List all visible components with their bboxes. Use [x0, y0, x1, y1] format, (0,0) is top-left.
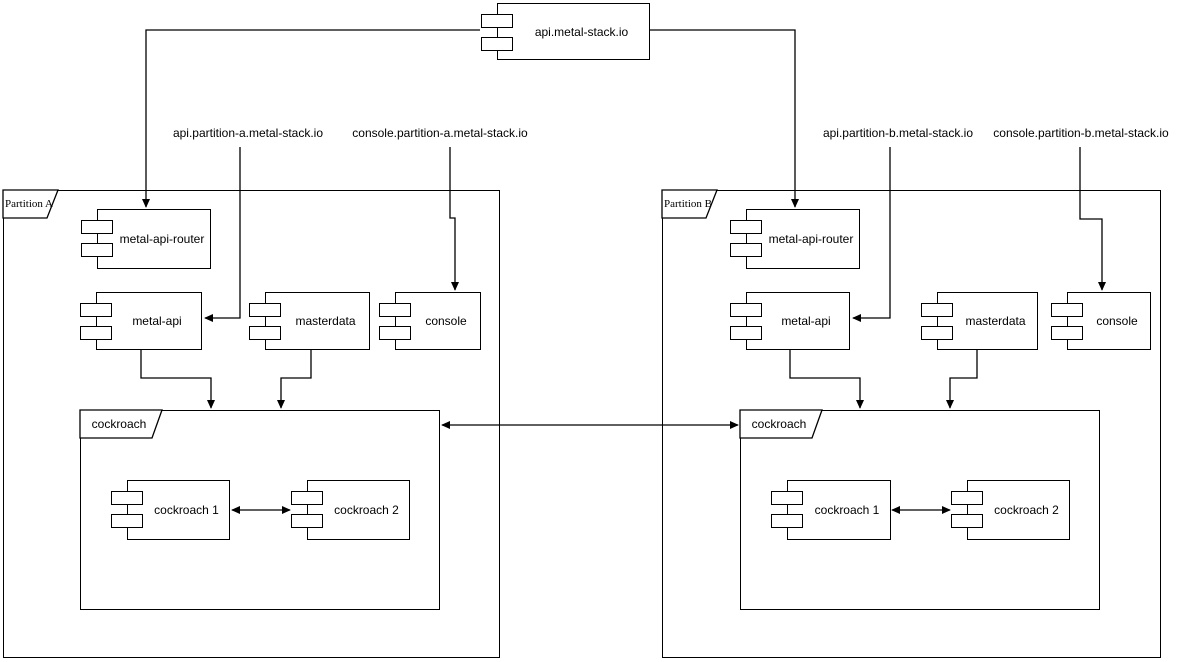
component-port-icon: [291, 514, 323, 528]
component-port-icon: [481, 37, 513, 51]
dns-label-api-partition-a: api.partition-a.metal-stack.io: [172, 126, 324, 140]
component-port-icon: [81, 220, 113, 234]
component-label: api.metal-stack.io: [534, 24, 629, 39]
component-label: masterdata: [295, 314, 356, 328]
component-label: metal-api-router: [119, 232, 205, 246]
cockroach-b-frame[interactable]: [740, 410, 1100, 610]
partition-a-tab: [2, 189, 59, 219]
component-metal-api-router-b[interactable]: metal-api-router: [730, 209, 860, 269]
component-cockroach1-a[interactable]: cockroach 1: [111, 480, 230, 540]
component-cockroach2-a[interactable]: cockroach 2: [291, 480, 410, 540]
connector-root-to-metal-api-router-b: [650, 29, 800, 208]
component-port-icon: [1051, 303, 1083, 317]
cockroach-a-tab: [79, 409, 163, 439]
component-label: cockroach 1: [154, 503, 219, 517]
component-label: metal-api-router: [768, 232, 854, 246]
component-label: console: [425, 314, 467, 328]
component-port-icon: [379, 326, 411, 340]
component-port-icon: [80, 326, 112, 340]
component-console-b[interactable]: console: [1051, 292, 1151, 350]
component-port-icon: [1051, 326, 1083, 340]
connector-masterdata-a-to-cockroach-a: [276, 350, 312, 409]
component-port-icon: [379, 303, 411, 317]
component-metal-api-a[interactable]: metal-api: [80, 292, 202, 350]
connector-metal-api-a-to-cockroach-a: [140, 350, 216, 409]
component-port-icon: [249, 326, 281, 340]
component-masterdata-a[interactable]: masterdata: [249, 292, 370, 350]
dns-label-api-partition-b: api.partition-b.metal-stack.io: [822, 126, 974, 140]
connector-metal-api-b-to-cockroach-b: [789, 350, 865, 409]
component-label: cockroach 1: [814, 503, 880, 517]
component-label: console: [1096, 314, 1138, 328]
component-cockroach1-b[interactable]: cockroach 1: [771, 480, 891, 540]
component-metal-api-router-a[interactable]: metal-api-router: [81, 209, 211, 269]
component-api-metal-stack-io[interactable]: api.metal-stack.io: [481, 3, 650, 60]
component-port-icon: [951, 514, 983, 528]
component-port-icon: [291, 491, 323, 505]
connector-console-dns-a-to-console-a: [449, 147, 460, 291]
component-port-icon: [730, 326, 762, 340]
component-port-icon: [921, 303, 953, 317]
component-port-icon: [730, 303, 762, 317]
component-port-icon: [730, 220, 762, 234]
component-label: cockroach 2: [994, 503, 1059, 517]
component-port-icon: [771, 491, 803, 505]
component-port-icon: [771, 514, 803, 528]
component-port-icon: [951, 491, 983, 505]
component-label: cockroach 2: [334, 503, 399, 517]
component-label: masterdata: [965, 314, 1026, 328]
component-port-icon: [249, 303, 281, 317]
partition-b-tab: [661, 189, 718, 219]
component-label: metal-api: [781, 314, 831, 328]
dns-label-console-partition-b: console.partition-b.metal-stack.io: [993, 126, 1169, 140]
component-port-icon: [730, 243, 762, 257]
connector-api-dns-a-to-metal-api-a: [204, 147, 241, 323]
component-port-icon: [80, 303, 112, 317]
component-port-icon: [81, 243, 113, 257]
component-port-icon: [481, 14, 513, 28]
connector-console-dns-b-to-console-b: [1079, 147, 1107, 291]
dns-label-console-partition-a: console.partition-a.metal-stack.io: [352, 126, 528, 140]
connector-root-to-metal-api-router-a: [141, 29, 480, 208]
connector-api-dns-b-to-metal-api-b: [852, 147, 891, 323]
cockroach-a-frame[interactable]: [80, 410, 440, 610]
component-port-icon: [921, 326, 953, 340]
component-port-icon: [111, 491, 143, 505]
component-label: metal-api: [132, 314, 182, 328]
component-masterdata-b[interactable]: masterdata: [921, 292, 1038, 350]
component-cockroach2-b[interactable]: cockroach 2: [951, 480, 1070, 540]
component-console-a[interactable]: console: [379, 292, 481, 350]
cockroach-b-tab: [739, 409, 823, 439]
component-metal-api-b[interactable]: metal-api: [730, 292, 850, 350]
connector-masterdata-b-to-cockroach-b: [945, 350, 978, 409]
component-port-icon: [111, 514, 143, 528]
